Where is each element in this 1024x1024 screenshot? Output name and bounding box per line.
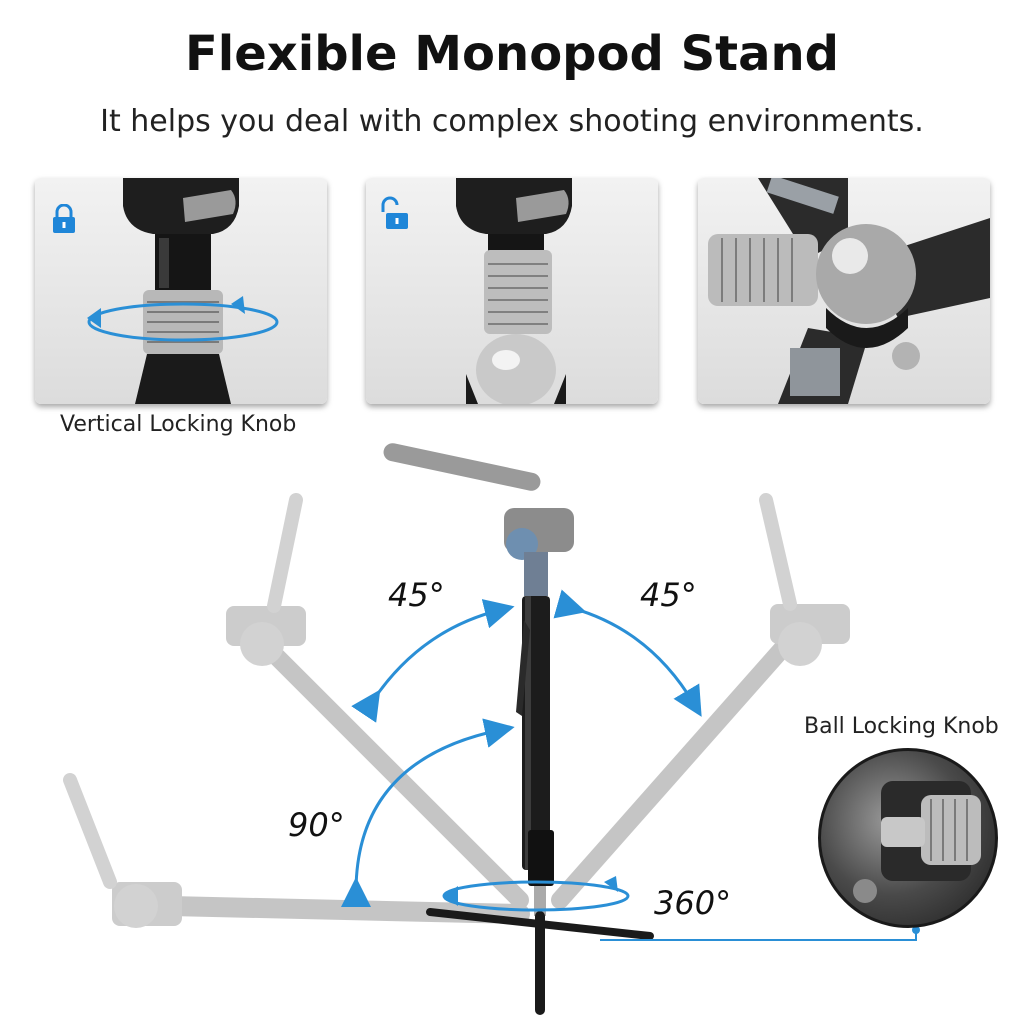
page-title: Flexible Monopod Stand — [184, 26, 840, 82]
photo-panel-locked — [35, 178, 327, 404]
tripod-feet — [426, 908, 654, 1015]
photo-panel-unlocked — [366, 178, 658, 404]
angle-label-right-45: 45° — [640, 576, 697, 614]
angle-label-left-45: 45° — [388, 576, 445, 614]
caption-ball-locking-knob: Ball Locking Knob — [804, 714, 999, 739]
angle-label-90: 90° — [288, 806, 345, 844]
monopod-upright — [383, 443, 574, 916]
ball-locking-knob-inset — [818, 748, 998, 928]
page-subtitle: It helps you deal with complex shooting … — [100, 104, 924, 139]
lock-open-icon — [378, 196, 408, 230]
angle-label-360: 360° — [654, 884, 732, 922]
lock-closed-icon — [51, 204, 77, 234]
photo-panel-ball-joint — [698, 178, 990, 404]
caption-vertical-locking-knob: Vertical Locking Knob — [60, 412, 297, 437]
